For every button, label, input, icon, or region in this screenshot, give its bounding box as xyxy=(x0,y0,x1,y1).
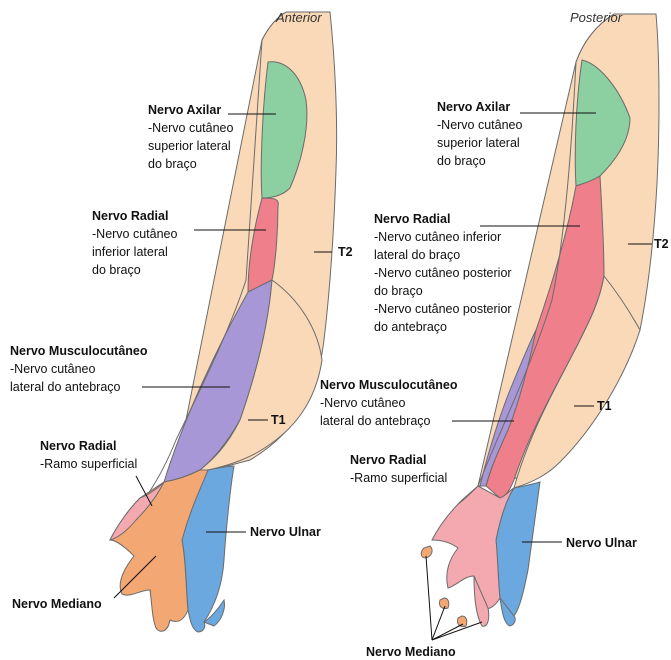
label-line: lateral do braço xyxy=(374,248,460,262)
ulnar-label: Nervo Ulnar xyxy=(250,525,321,539)
t1-label: T1 xyxy=(597,399,612,413)
anterior-view-label: Anterior xyxy=(275,10,322,25)
posterior-view-label: Posterior xyxy=(570,10,623,25)
label-line: -Ramo superficial xyxy=(40,457,137,471)
label-title: Nervo Radial xyxy=(92,209,168,223)
label-line: -Nervo cutâneo xyxy=(148,121,234,135)
posterior-median-tip xyxy=(421,546,432,558)
label-line: -Nervo cutâneo xyxy=(10,362,96,376)
label-line: do antebraço xyxy=(374,320,447,334)
leader-line xyxy=(432,606,445,640)
label-line: inferior lateral xyxy=(92,245,168,259)
t2-label: T2 xyxy=(654,237,669,251)
label-line: do braço xyxy=(437,154,486,168)
leader-line xyxy=(426,556,432,640)
leader-line xyxy=(432,622,482,640)
label-title: Nervo Axilar xyxy=(437,100,510,114)
label-line: superior lateral xyxy=(148,139,231,153)
label-line: do braço xyxy=(92,263,141,277)
median-label: Nervo Mediano xyxy=(12,597,102,611)
label-line: -Nervo cutâneo posterior xyxy=(374,302,512,316)
label-line: -Ramo superficial xyxy=(350,471,447,485)
posterior-musculocutaneous-label: Nervo Musculocutâneo -Nervo cutâneo late… xyxy=(320,378,514,428)
label-line: -Nervo cutâneo inferior xyxy=(374,230,501,244)
posterior-radial-superficial-label: Nervo Radial -Ramo superficial xyxy=(350,453,447,485)
label-line: -Nervo cutâneo xyxy=(92,227,178,241)
ulnar-label: Nervo Ulnar xyxy=(566,536,637,550)
label-title: Nervo Radial xyxy=(374,212,450,226)
label-line: do braço xyxy=(148,157,197,171)
label-line: -Nervo cutâneo xyxy=(320,396,406,410)
label-line: -Nervo cutâneo xyxy=(437,118,523,132)
label-line: lateral do antebraço xyxy=(10,380,121,394)
posterior-ulnar-label: Nervo Ulnar xyxy=(522,536,637,550)
anterior-radial-superficial-label: Nervo Radial -Ramo superficial xyxy=(40,439,152,506)
label-title: Nervo Musculocutâneo xyxy=(10,344,148,358)
t2-label: T2 xyxy=(338,245,353,259)
label-title: Nervo Axilar xyxy=(148,103,221,117)
label-line: lateral do antebraço xyxy=(320,414,431,428)
median-label: Nervo Mediano xyxy=(366,645,456,659)
t1-label: T1 xyxy=(271,413,286,427)
label-line: superior lateral xyxy=(437,136,520,150)
label-line: do braço xyxy=(374,284,423,298)
label-title: Nervo Musculocutâneo xyxy=(320,378,458,392)
label-title: Nervo Radial xyxy=(40,439,116,453)
leader-line xyxy=(432,624,463,640)
label-line: -Nervo cutâneo posterior xyxy=(374,266,512,280)
label-title: Nervo Radial xyxy=(350,453,426,467)
anterior-arm xyxy=(110,12,337,632)
